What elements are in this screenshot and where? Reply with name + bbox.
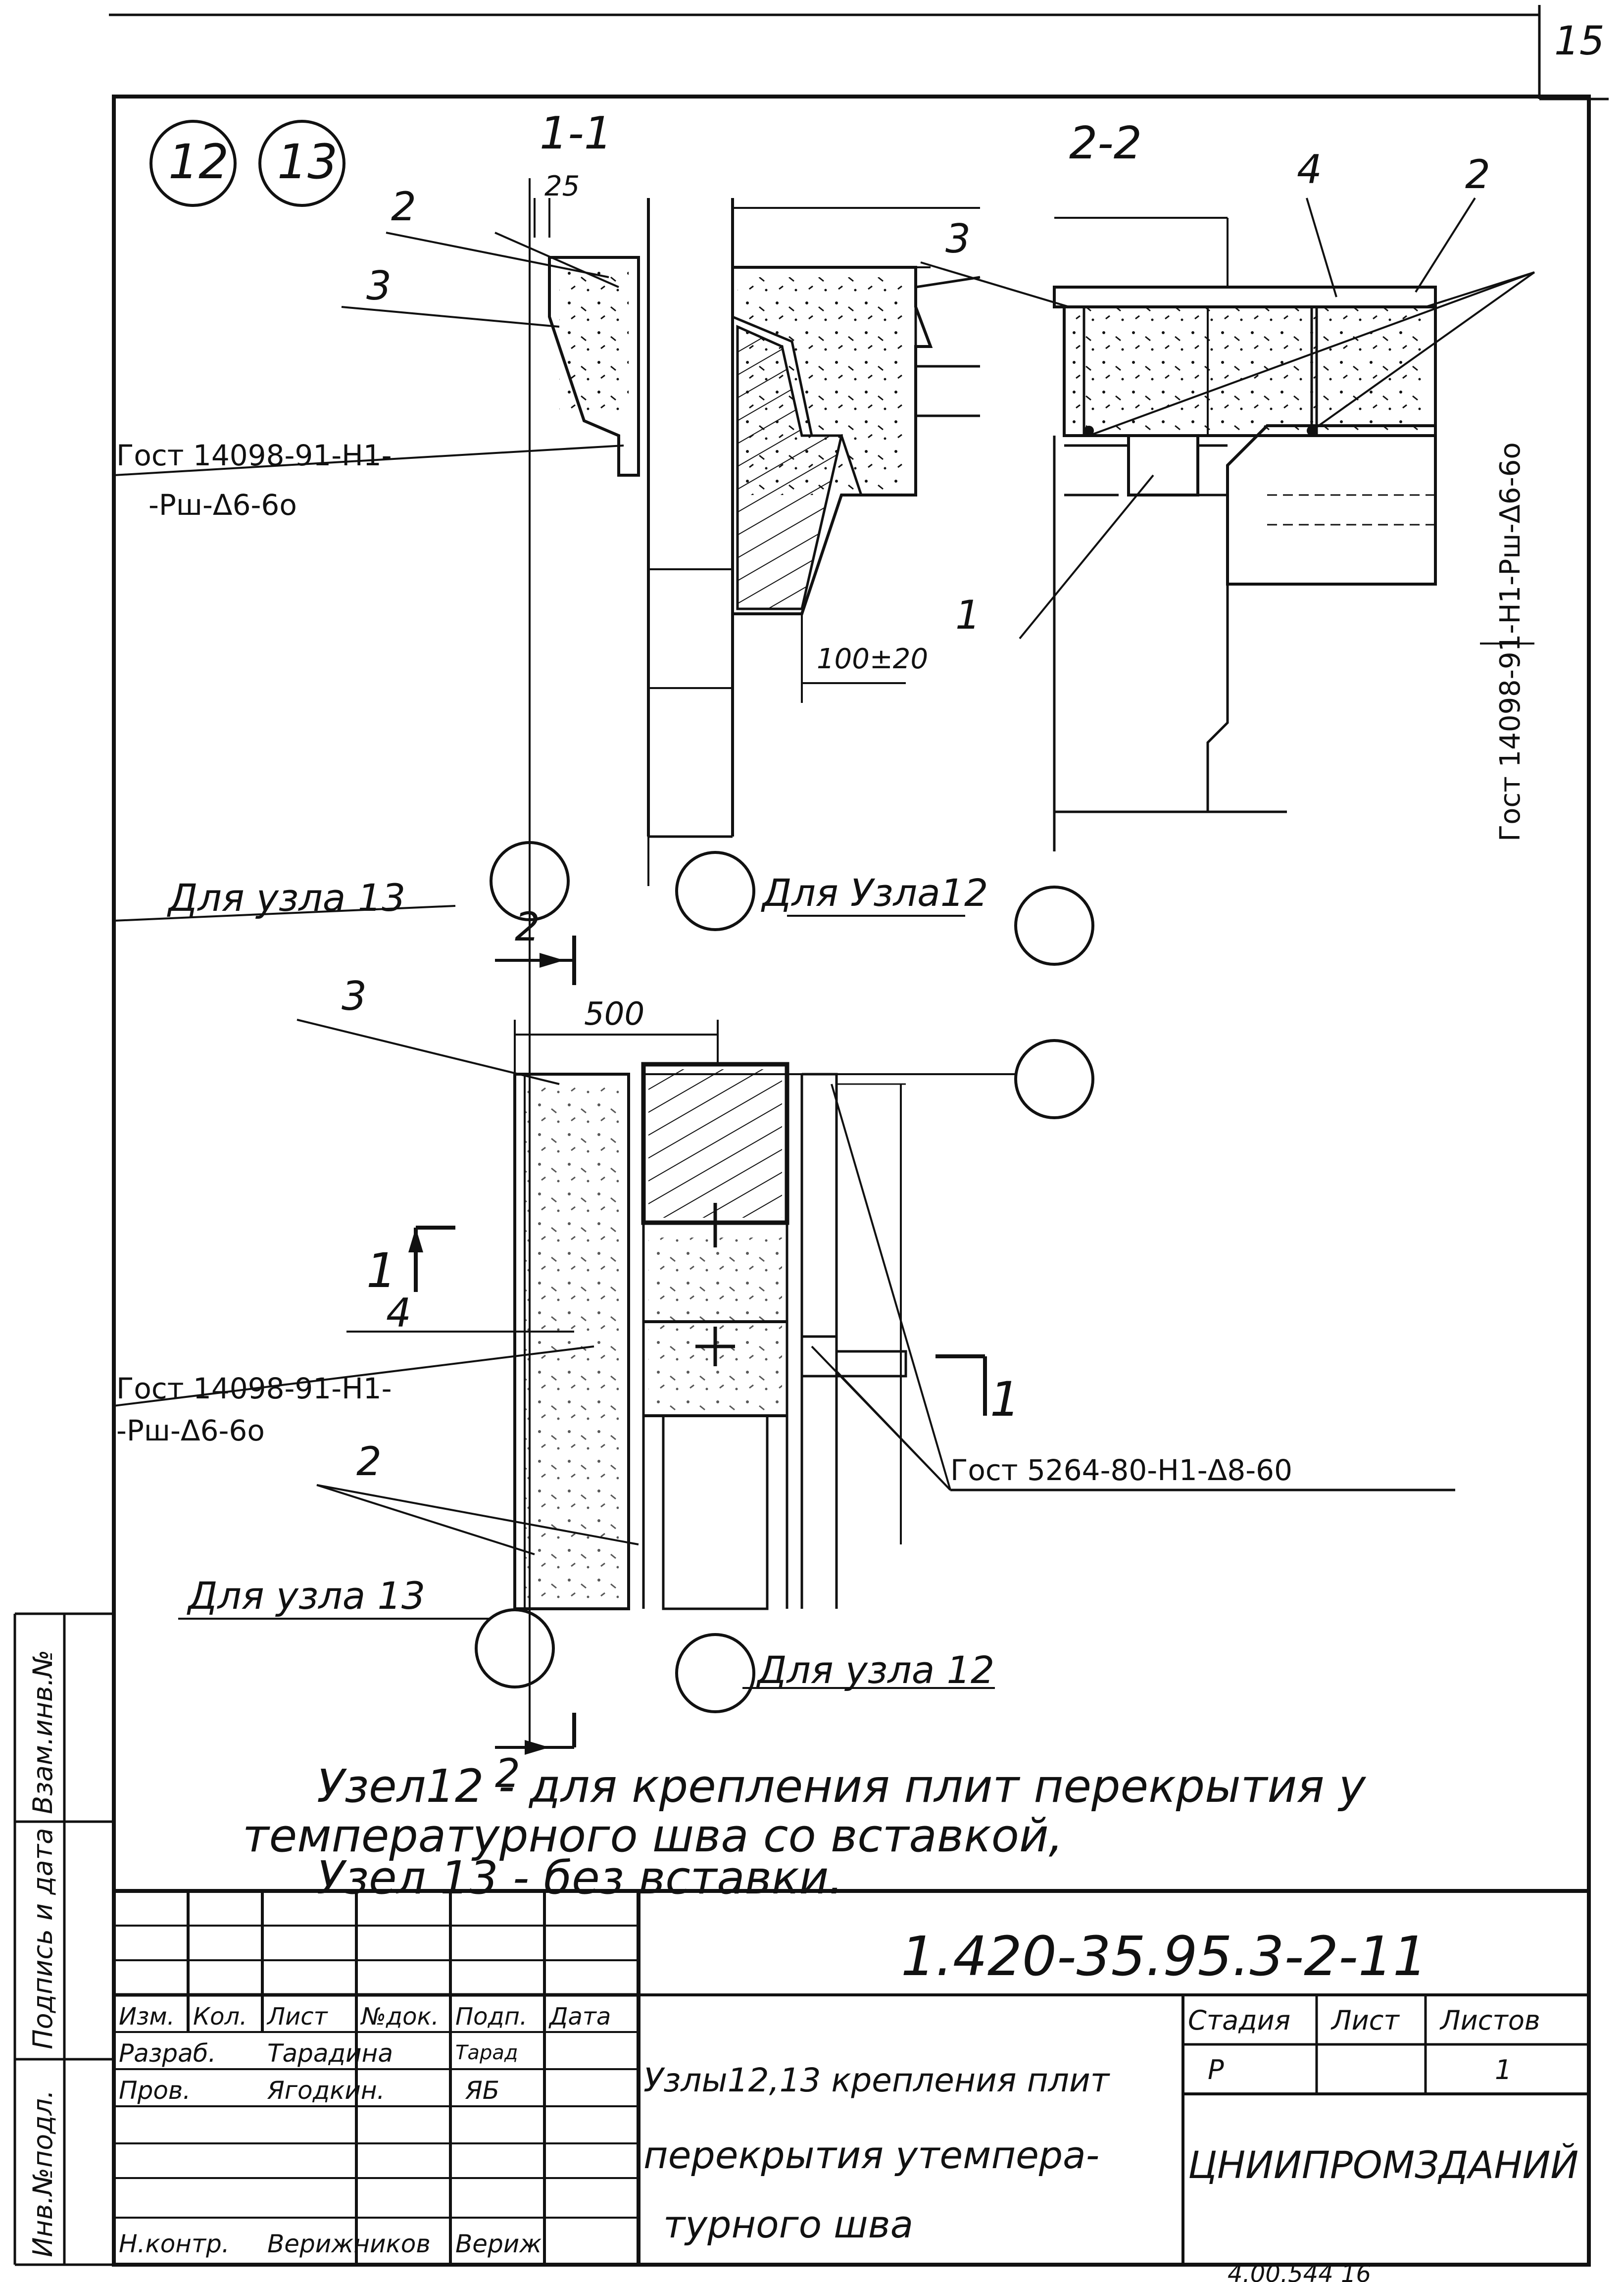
section-mark-label-1-left: 1 [366,1243,396,1298]
section-marker-1-left [408,1226,455,1292]
section-2-2 [1053,217,1437,851]
callout-2-s11: 2 [391,184,416,230]
label-for-node-13-top: Для узла 13 [167,876,405,920]
organization-name: ЦНИИПРОМЗДАНИЙ [1188,2143,1578,2187]
callout-2-plan: 2 [356,1439,382,1485]
row-role-nkontr: Н.контр. [119,2230,230,2258]
note-line-3: Узел 13 - без вставки. [317,1851,843,1904]
title-line-3: турного шва [663,2202,913,2246]
section-mark-label-2-top: 2 [515,904,540,950]
callout-4-plan: 4 [386,1290,411,1336]
document-code: 1.420-35.95.3-2-11 [901,1925,1427,1988]
sheet-label: Лист [1330,2005,1400,2036]
th-list: Лист [266,2003,329,2031]
row-sign-razrab: Тарад [455,2041,518,2064]
node-bubble-12 [149,120,237,207]
callout-2-s22: 2 [1465,151,1490,198]
callout-3-s11: 3 [366,263,392,309]
label-for-node-13-bottom: Для узла 13 [187,1574,425,1618]
side-stamp-podpis: Подпись и дата [27,1828,58,2049]
title-line-1: Узлы12,13 крепления плит [643,2061,1111,2099]
section-title-1-1: 1-1 [540,107,612,159]
dimension-500: 500 [584,996,644,1033]
side-stamp [13,1612,114,2266]
th-podp: Подп. [455,2003,527,2031]
weld-note-2-vertical: Гост 14098-91-Н1-Рш-Δ6-6о [1494,442,1526,842]
bottom-number: 4.00.544 16 [1228,2260,1371,2282]
side-stamp-vzam: Взам.инв.№ [27,1650,58,1814]
plan-view [513,1020,907,1610]
th-ndok: №док. [360,2003,439,2031]
sheets-label: Листов [1439,2005,1540,2036]
label-for-node-12-top: Для Узла12 [761,871,988,915]
section-title-2-2: 2-2 [1069,117,1142,169]
stage-label: Стадия [1188,2005,1290,2036]
bubble-label-12: 12 [168,134,229,190]
row-role-prov: Пров. [119,2076,191,2105]
callout-1-s22: 1 [955,592,981,638]
th-kol: Кол. [193,2003,247,2031]
row-name-prov: Ягодкин. [267,2076,385,2105]
label-for-node-12-bottom: Для узла 12 [756,1648,994,1692]
weld-note-1-line1: Гост 14098-91-Н1- [116,439,392,472]
dimension-100: 100±20 [817,643,928,675]
title-block-grid [114,1889,1589,2265]
th-izm: Изм. [119,2003,175,2031]
weld-note-1-line2: -Рш-Δ6-6о [148,488,297,522]
sheet-frame [109,5,1609,2267]
weld-note-4: Гост 5264-80-Н1-Δ8-60 [950,1453,1292,1487]
stage-value: Р [1208,2054,1224,2085]
section-marker-1-right [935,1354,987,1416]
note-line-1: Узел12 - для крепления плит перекрытия у [317,1760,1367,1813]
callout-3-plan: 3 [342,973,367,1019]
row-name-razrab: Тарадина [267,2039,393,2068]
section-marker-2-bottom [495,1713,576,1755]
sheet-corner-number: 15 [1554,18,1605,64]
sheets-value: 1 [1495,2054,1512,2085]
section-mark-label-1-right: 1 [990,1372,1020,1427]
dimension-25: 25 [544,170,580,202]
row-sign-nkontr: Вериж [455,2230,541,2258]
section-mark-label-2-bottom: 2 [495,1750,520,1796]
row-sign-prov: ЯБ [465,2076,499,2105]
reference-bubbles [475,841,1094,1713]
note-line-2: температурного шва со вставкой, [243,1809,1063,1862]
leader-lines [113,197,1535,1689]
node-bubble-13 [258,120,345,207]
bubble-label-13: 13 [277,134,338,190]
callout-4-s22: 4 [1297,147,1322,193]
side-stamp-inv-podl: Инв.№подл. [27,2090,58,2257]
weld-note-3-line2: -Рш-Δ6-6о [116,1414,265,1447]
th-data: Дата [548,2003,611,2031]
row-name-nkontr: Верижников [267,2230,431,2258]
weld-note-3-line1: Гост 14098-91-Н1- [116,1372,392,1405]
section-marker-2-top [495,936,576,985]
row-role-razrab: Разраб. [119,2039,216,2068]
callout-3-s22: 3 [945,216,971,262]
title-line-2: перекрытия утемпера- [643,2133,1099,2177]
